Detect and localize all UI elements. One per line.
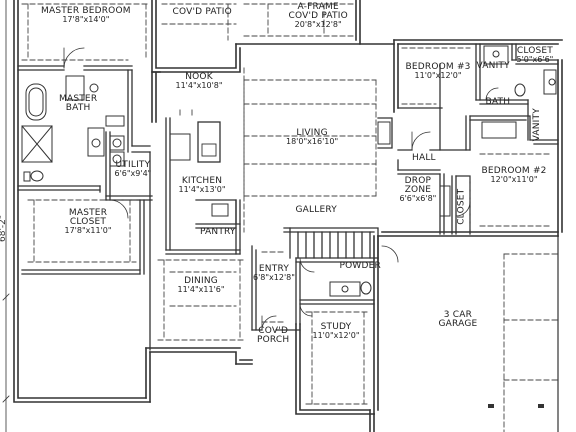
room-name: VANITY bbox=[531, 107, 542, 141]
room-dimensions: 6'6"x9'4" bbox=[114, 169, 152, 179]
room-name: COV'D PATIO bbox=[172, 6, 232, 17]
room-label-covd-patio: COV'D PATIO bbox=[172, 6, 232, 17]
room-name: MASTER bbox=[68, 207, 108, 218]
room-name: GALLERY bbox=[295, 204, 337, 215]
room-name: CLOSET bbox=[69, 216, 107, 227]
room-dimensions: 11'4"x13'0" bbox=[178, 185, 226, 195]
room-name: COV'D bbox=[258, 325, 289, 336]
room-dimensions: 6'6"x6'8" bbox=[399, 194, 437, 204]
room-name: BEDROOM #3 bbox=[405, 62, 471, 72]
door-swings bbox=[63, 47, 499, 331]
room-label-vanity-side: VANITY bbox=[531, 107, 542, 141]
overall-dimension-label: 68'-2" bbox=[0, 214, 8, 242]
exterior-walls bbox=[13, 0, 563, 432]
room-label-powder: POWDER bbox=[339, 260, 381, 271]
room-name: A-FRAME bbox=[297, 1, 339, 12]
room-dimensions: 6'8"x12'8" bbox=[253, 273, 295, 283]
room-name: BATH bbox=[485, 96, 511, 107]
room-label-gallery: GALLERY bbox=[295, 204, 337, 215]
room-dimensions: 11'4"x10'8" bbox=[175, 81, 223, 91]
room-label-vanity-top: VANITY bbox=[476, 60, 510, 71]
room-dimensions: 18'0"x16'10" bbox=[286, 137, 339, 147]
room-name: BEDROOM #2 bbox=[481, 166, 547, 176]
room-name: BATH bbox=[65, 102, 91, 113]
room-name: PORCH bbox=[257, 334, 290, 345]
room-name: GARAGE bbox=[438, 318, 478, 329]
interior-walls bbox=[17, 43, 559, 351]
room-dimensions: 17'8"x14'0" bbox=[62, 15, 110, 25]
room-name: MASTER BEDROOM bbox=[41, 6, 131, 16]
fixtures bbox=[21, 45, 557, 297]
room-name: CLOSET bbox=[516, 46, 554, 56]
room-name: LIVING bbox=[296, 128, 328, 138]
room-name: ENTRY bbox=[258, 264, 290, 274]
dimension-line bbox=[2, 0, 10, 432]
room-label-pantry: PANTRY bbox=[200, 226, 236, 237]
room-name: CLOSET bbox=[456, 188, 467, 225]
room-dimensions: 5'0"x6'6" bbox=[516, 55, 554, 65]
room-name: HALL bbox=[412, 152, 436, 163]
room-name: COV'D PATIO bbox=[288, 10, 348, 21]
room-label-bath: BATH bbox=[485, 96, 511, 107]
room-name: UTILITY bbox=[115, 160, 151, 170]
garage-markers bbox=[488, 404, 544, 408]
room-dimensions: 11'0"x12'0" bbox=[312, 331, 360, 341]
room-dimensions: 12'0"x11'0" bbox=[490, 175, 538, 185]
room-dimensions: 20'8"x12'8" bbox=[294, 20, 342, 30]
room-name: 3 CAR bbox=[443, 309, 473, 320]
room-dimensions: 17'8"x11'0" bbox=[64, 226, 112, 236]
room-label-hall: HALL bbox=[412, 152, 436, 163]
dashed-lines bbox=[21, 3, 559, 432]
room-name: DINING bbox=[184, 276, 218, 286]
room-dimensions: 11'0"x12'0" bbox=[414, 71, 462, 81]
room-name: NOOK bbox=[185, 72, 213, 82]
room-name: PANTRY bbox=[200, 226, 236, 237]
room-name: MASTER bbox=[59, 93, 98, 104]
room-dimensions: 11'4"x11'6" bbox=[177, 285, 225, 295]
room-name: STUDY bbox=[320, 322, 352, 332]
room-name: VANITY bbox=[476, 60, 510, 71]
room-name: DROP bbox=[404, 175, 432, 186]
room-name: ZONE bbox=[404, 184, 432, 195]
room-name: POWDER bbox=[339, 260, 381, 271]
room-name: KITCHEN bbox=[181, 176, 223, 186]
room-label-closet-side: CLOSET bbox=[456, 188, 467, 225]
